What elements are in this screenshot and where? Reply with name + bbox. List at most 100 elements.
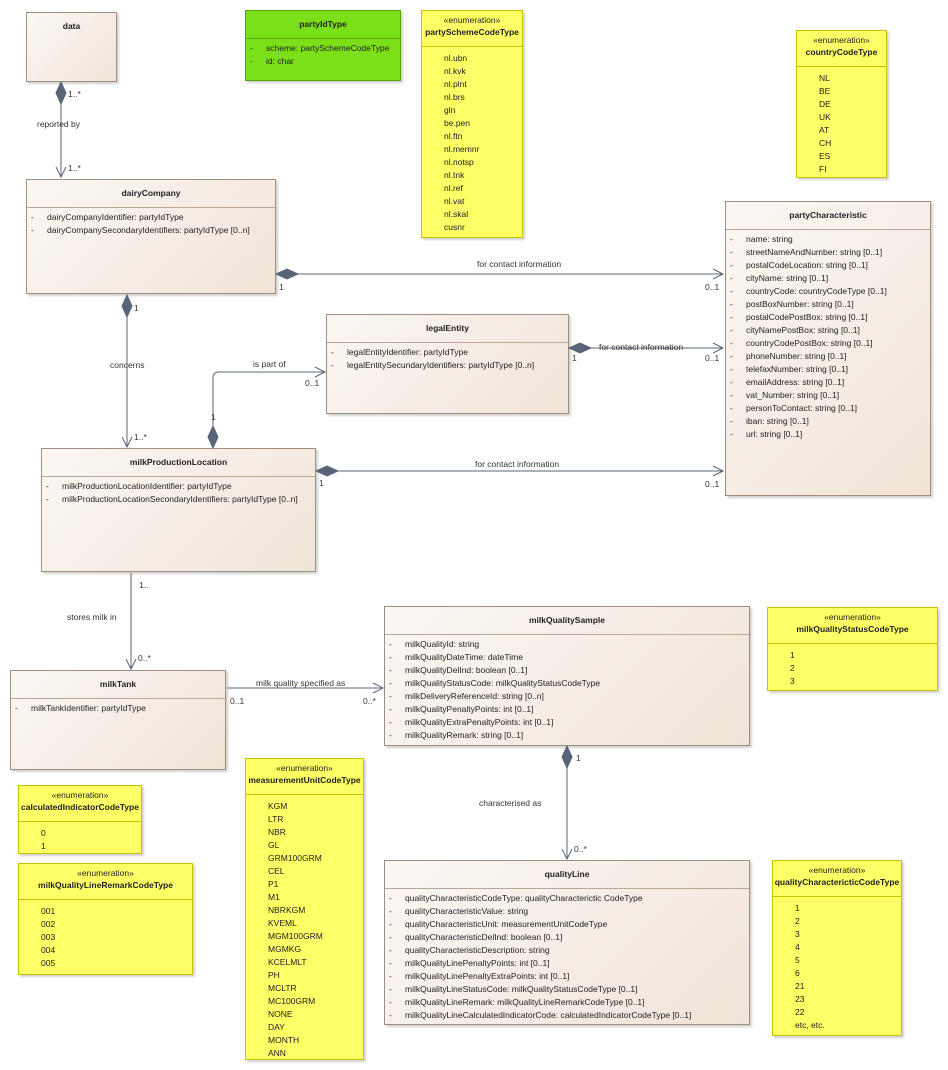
attribute: streetNameAndNumber: string [0..1] (730, 246, 926, 259)
literal-compartment: 1 2 3 4 5 6 21 23 22 etc, etc. (773, 896, 901, 1032)
multiplicity-label: 0..1 (230, 696, 244, 706)
class-data[interactable]: data (26, 12, 117, 82)
class-name: milkQualitySample (528, 615, 606, 625)
association-label: milk quality specified as (256, 678, 345, 688)
enum-measurementUnitCodeType[interactable]: «enumeration» measurementUnitCodeType KG… (245, 758, 364, 1060)
enum-qualityCharactericticCodeType[interactable]: «enumeration» qualityCharactericticCodeT… (772, 860, 902, 1036)
enum-literal: DE (819, 99, 831, 109)
multiplicity-label: 1 (134, 303, 139, 313)
enum-literal: FI (819, 164, 827, 174)
attribute-compartment: milkTankIdentifier: partyIdType (11, 698, 225, 715)
attribute: countryCode: countryCodeType [0..1] (730, 285, 926, 298)
enum-literal: ES (819, 151, 831, 161)
stereotype: «enumeration» (443, 15, 501, 25)
enum-calculatedIndicatorCodeType[interactable]: «enumeration» calculatedIndicatorCodeTyp… (18, 785, 142, 854)
enum-literal: nl.ubn (444, 53, 468, 63)
attribute: milkQualityRemark: string [0..1] (389, 729, 745, 742)
enum-literal: nl.skal (444, 209, 469, 219)
class-name: legalEntity (426, 323, 469, 333)
attribute: personToContact: string [0..1] (730, 402, 926, 415)
stereotype: «enumeration» (824, 612, 881, 622)
enum-literal: 22 (795, 1007, 805, 1017)
enum-name: countryCodeType (805, 47, 878, 57)
enum-literal: 003 (41, 932, 56, 942)
attribute: cityNamePostBox: string [0..1] (730, 324, 926, 337)
association-label: is part of (253, 359, 286, 369)
enum-name: calculatedIndicatorCodeType (21, 802, 139, 812)
attribute: iban: string [0..1] (730, 415, 926, 428)
class-name: milkTank (99, 679, 137, 689)
attribute: postBoxNumber: string [0..1] (730, 298, 926, 311)
association-label: characterised as (479, 798, 541, 808)
attribute: dairyCompanySecondaryIdentifiers: partyI… (31, 224, 271, 237)
association-is-part-of-line[interactable] (212, 371, 324, 426)
enum-literal: 0 (41, 828, 46, 838)
enum-literal: GRM100GRM (268, 853, 322, 863)
multiplicity-label: 1 (279, 282, 284, 292)
class-milkTank[interactable]: milkTank milkTankIdentifier: partyIdType (10, 670, 226, 770)
class-partyIdType[interactable]: partyIdType scheme: partySchemeCodeType … (245, 10, 401, 81)
arrowhead-icon (712, 465, 725, 477)
literal-compartment: KGM LTR NBR GL GRM100GRM CEL P1 M1 NBRKG… (246, 794, 363, 1060)
class-legalEntity[interactable]: legalEntity legalEntityIdentifier: party… (326, 314, 569, 414)
enum-literal: UK (819, 112, 831, 122)
class-partyCharacteristic[interactable]: partyCharacteristic name: string streetN… (725, 201, 931, 496)
enum-literal: nl.ref (444, 183, 463, 193)
enum-literal: P1 (268, 879, 279, 889)
enum-literal: DAY (268, 1022, 285, 1032)
arrowhead-icon (712, 268, 725, 280)
multiplicity-label: 1..* (134, 432, 147, 442)
enum-literal: MCLTR (268, 983, 297, 993)
association-label: for contact information (475, 459, 559, 469)
multiplicity-label: 1 (319, 478, 324, 488)
attribute: telefaxNumber: string [0..1] (730, 363, 926, 376)
enum-literal: 21 (795, 981, 805, 991)
enum-literal: cusnr (444, 222, 465, 232)
enum-literal: nl.brs (444, 92, 465, 102)
stereotype: «enumeration» (276, 763, 333, 773)
class-qualityLine[interactable]: qualityLine qualityCharacteristicCodeTyp… (384, 860, 750, 1025)
attribute: qualityCharacteristicUnit: measurementUn… (389, 918, 745, 931)
attribute: scheme: partySchemeCodeType (250, 42, 396, 55)
enum-literal: etc, etc. (795, 1020, 825, 1030)
enum-literal: 23 (795, 994, 805, 1004)
attribute: qualityCharacteristicDescription: string (389, 944, 745, 957)
multiplicity-label: 0..1 (305, 378, 319, 388)
class-milkProductionLocation[interactable]: milkProductionLocation milkProductionLoc… (41, 448, 316, 572)
attribute-compartment: scheme: partySchemeCodeType id: char (246, 38, 400, 68)
attribute: cityName: string [0..1] (730, 272, 926, 285)
attribute: vat_Number: string [0..1] (730, 389, 926, 402)
enum-name: qualityCharactericticCodeType (774, 877, 900, 887)
enum-milkQualityLineRemarkCodeType[interactable]: «enumeration» milkQualityLineRemarkCodeT… (18, 863, 193, 975)
enum-literal: AT (819, 125, 830, 135)
composition-diamond-icon (567, 342, 593, 354)
attribute: qualityCharacteristicValue: string (389, 905, 745, 918)
enum-literal: 2 (795, 916, 800, 926)
multiplicity-label: 1..* (68, 163, 81, 173)
stereotype: «enumeration» (808, 865, 866, 875)
attribute: url: string [0..1] (730, 428, 926, 441)
enum-partySchemeCodeType[interactable]: «enumeration» partySchemeCodeType nl.ubn… (421, 10, 523, 238)
class-name: milkProductionLocation (129, 457, 228, 467)
attribute: dairyCompanyIdentifier: partyIdType (31, 211, 271, 224)
enum-countryCodeType[interactable]: «enumeration» countryCodeType NL BE DE U… (796, 30, 887, 178)
enum-milkQualityStatusCodeType[interactable]: «enumeration» milkQualityStatusCodeType … (767, 607, 938, 691)
enum-literal: 3 (795, 929, 800, 939)
arrowhead-icon (125, 658, 137, 671)
attribute-compartment: dairyCompanyIdentifier: partyIdType dair… (27, 207, 275, 237)
enum-literal: be.pen (444, 118, 470, 128)
stereotype: «enumeration» (813, 35, 870, 45)
class-dairyCompany[interactable]: dairyCompany dairyCompanyIdentifier: par… (26, 179, 276, 294)
enum-literal: 004 (41, 945, 56, 955)
enum-literal: 3 (790, 676, 795, 686)
enum-name: partySchemeCodeType (425, 27, 519, 37)
arrowhead-icon (55, 166, 67, 179)
enum-literal: PH (268, 970, 280, 980)
composition-diamond-icon (561, 744, 573, 770)
attribute-compartment: qualityCharacteristicCodeType: qualityCh… (385, 888, 749, 1022)
attribute: milkQualityId: string (389, 638, 745, 651)
attribute: milkProductionLocationSecondaryIdentifie… (46, 493, 311, 506)
enum-literal: KCELMLT (268, 957, 307, 967)
enum-literal: 002 (41, 919, 56, 929)
multiplicity-label: 0..1 (705, 282, 719, 292)
